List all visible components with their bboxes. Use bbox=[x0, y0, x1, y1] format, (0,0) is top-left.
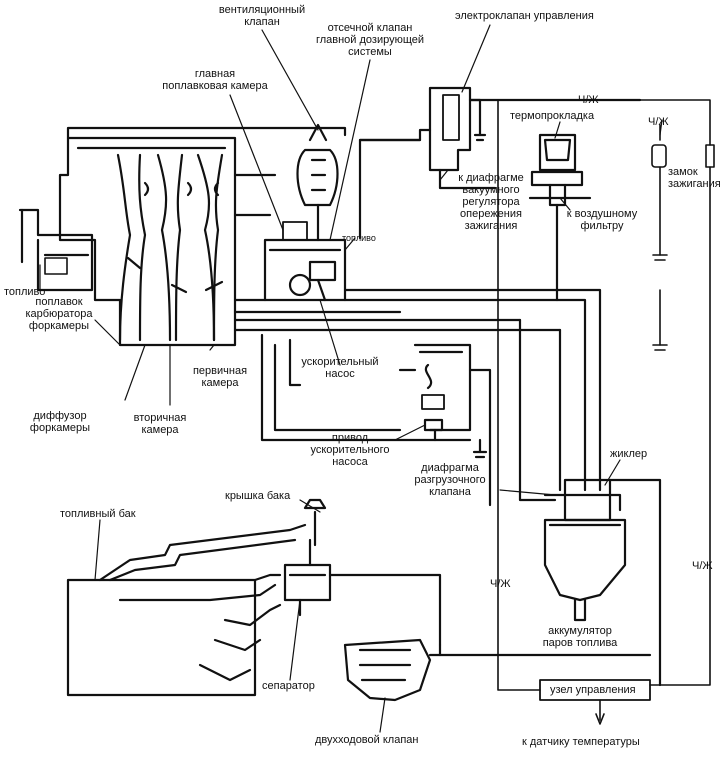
vapor-lines bbox=[66, 126, 662, 687]
label-fuel-tank: топливный бак bbox=[60, 508, 136, 520]
two-way-valve bbox=[343, 638, 652, 702]
wiring bbox=[497, 99, 715, 725]
label-ch-zh-top: Ч/Ж bbox=[578, 94, 599, 106]
label-solenoid-valve: электроклапан управления bbox=[455, 10, 594, 22]
main-float-chamber bbox=[263, 221, 347, 302]
leader-lines bbox=[39, 24, 663, 733]
control-unit-box bbox=[539, 679, 651, 701]
label-fuel-small: топливо bbox=[342, 233, 376, 243]
vent-valve bbox=[296, 123, 339, 242]
label-separator: сепаратор bbox=[262, 680, 315, 692]
label-ch-zh-mid: Ч/Ж bbox=[490, 578, 511, 590]
label-two-way-valve: двухходовой клапан bbox=[315, 734, 419, 746]
carburetor bbox=[18, 136, 562, 347]
label-ch-zh-right-bottom: Ч/Ж bbox=[692, 560, 713, 572]
accelerator-pump bbox=[398, 343, 488, 459]
label-to-temp-sensor: к датчику температуры bbox=[522, 736, 640, 748]
label-ch-zh-right-top: Ч/Ж bbox=[648, 116, 669, 128]
label-fuel-left: топливо bbox=[4, 286, 46, 298]
fuel-tank bbox=[66, 498, 327, 697]
label-tank-cap: крышка бака bbox=[225, 490, 291, 502]
label-control-unit: узел управления bbox=[550, 684, 636, 696]
separator bbox=[283, 538, 442, 647]
label-jet: жиклер bbox=[610, 448, 648, 460]
label-thermo-pad: термопрокладка bbox=[510, 110, 595, 122]
fuel-vapor-canister bbox=[543, 478, 627, 622]
